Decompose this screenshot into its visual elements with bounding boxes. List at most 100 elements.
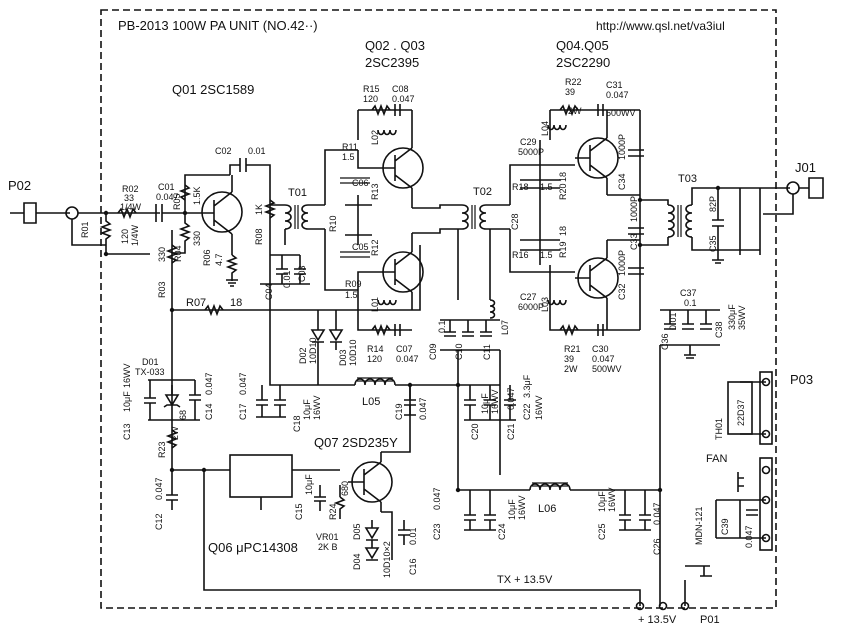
vr01-label: VR01: [316, 532, 339, 542]
r20-label: R20: [558, 183, 568, 200]
t02-label: T02: [473, 186, 492, 198]
c20-value: 10μF: [480, 393, 490, 414]
c14-value: 0.047: [204, 372, 214, 395]
fan-motor-label: MDN-121: [694, 506, 704, 545]
resistor-r05: [178, 184, 192, 201]
c28-label: C28: [510, 213, 520, 230]
c35-label: C35: [708, 235, 718, 252]
inductor-l05: [354, 378, 396, 386]
c31-value: 0.047: [606, 90, 629, 100]
r19-value: 18: [558, 226, 568, 236]
r01-wattage: 1/4W: [130, 224, 140, 246]
r14-value: 120: [367, 354, 382, 364]
transistor-q07: [348, 452, 393, 512]
capacitor-c39: [746, 509, 758, 516]
c02-label: C02: [215, 146, 232, 156]
d01-label: D01: [142, 357, 159, 367]
c02-value: 0.01: [248, 146, 266, 156]
r06-value: 4.7: [214, 253, 224, 266]
resistor-r06: [225, 254, 239, 281]
c38-label: C38: [714, 321, 724, 338]
c04-label: C04: [264, 283, 274, 300]
r01-label: R01: [80, 221, 90, 238]
c01-value: 0.047: [156, 192, 179, 202]
c33-value: 1000P: [629, 196, 639, 222]
l05-label: L05: [362, 396, 380, 408]
p01-pin-3: [680, 601, 690, 611]
th01-label: TH01: [714, 418, 724, 440]
c24-voltage: 16WV: [517, 495, 527, 520]
c33-label: C33: [629, 233, 639, 250]
resistor-r04: [172, 213, 192, 254]
capacitor-c35: [712, 188, 724, 264]
fan-label: FAN: [706, 453, 727, 465]
ground-q01: [226, 279, 238, 287]
resistor-r01: [99, 210, 113, 257]
r20-value: 18: [558, 172, 568, 182]
c12-label: C12: [154, 513, 164, 530]
diode-d04-d05: [364, 520, 380, 561]
c26-value: 0.047: [652, 502, 662, 525]
c34-value: 1000P: [617, 134, 627, 160]
resistor-r23: [165, 429, 179, 449]
zener-d01: [163, 385, 181, 408]
regulator-q06: [229, 454, 293, 498]
r22-value: 39: [565, 87, 575, 97]
c25-label: C25: [597, 523, 607, 540]
c30-value: 0.047: [592, 354, 615, 364]
c39-value: 0.047: [744, 525, 754, 548]
output-connector-j01: [763, 177, 824, 215]
r15-value: 120: [363, 94, 378, 104]
c16-value: 0.01: [408, 527, 418, 545]
source-url: http://www.qsl.net/va3iul: [596, 19, 725, 33]
q04-q05-label: Q04.Q05: [556, 38, 609, 53]
c29-label: C29: [520, 137, 537, 147]
resistor-r08: [263, 199, 277, 219]
r03-value: 330: [157, 247, 167, 262]
q07-label: Q07 2SD235Y: [314, 435, 398, 450]
r08-value: 1K: [254, 204, 264, 215]
r15-label: R15: [363, 84, 380, 94]
c27-value: 6000P: [518, 302, 544, 312]
r08-label: R08: [254, 228, 264, 245]
l06-label: L06: [538, 503, 556, 515]
connector-fan: [759, 457, 773, 551]
c20-label: C20: [470, 423, 480, 440]
r18-value: 1.5: [540, 182, 553, 192]
q01-label: Q01 2SC1589: [172, 82, 254, 97]
c38-value: 330μF: [727, 304, 737, 330]
c32-label: C32: [617, 283, 627, 300]
c27-label: C27: [520, 292, 537, 302]
r05-label: R05: [172, 193, 182, 210]
thermistor-th01: [727, 381, 753, 435]
supply-label: + 13.5V: [638, 614, 677, 626]
transformer-t02: [412, 204, 510, 300]
c30-label: C30: [592, 344, 609, 354]
p01-pin-2: [658, 601, 668, 611]
c36-value: 0.01: [668, 312, 678, 330]
r01-value: 120: [120, 229, 130, 244]
transformer-t03: [640, 187, 790, 251]
c18-label: C18: [292, 415, 302, 432]
r09-label: R09: [345, 279, 362, 289]
c08-label: C08: [392, 84, 409, 94]
r11-label: R11: [342, 142, 358, 152]
r12-label: R12: [370, 239, 380, 256]
inductor-l01: [377, 299, 397, 306]
r10-label: R10: [328, 215, 338, 232]
c39-label: C39: [720, 518, 730, 535]
transistor-q03: [380, 233, 424, 310]
c04-value: 0.01: [282, 270, 292, 288]
c15-label: C15: [294, 503, 304, 520]
l03-label: L03: [540, 297, 550, 312]
r07-label: R07: [186, 297, 206, 309]
c22-value: 3.3μF: [522, 374, 532, 398]
inductor-l03: [547, 299, 567, 306]
r24-value: 680: [340, 481, 350, 496]
diode-d02: [310, 310, 326, 385]
tx-supply-label: TX + 13.5V: [497, 574, 553, 586]
r23-value: 68: [178, 410, 188, 420]
p01-pin-1: [635, 601, 645, 611]
r19-label: R19: [558, 241, 568, 258]
t01-label: T01: [288, 187, 307, 199]
